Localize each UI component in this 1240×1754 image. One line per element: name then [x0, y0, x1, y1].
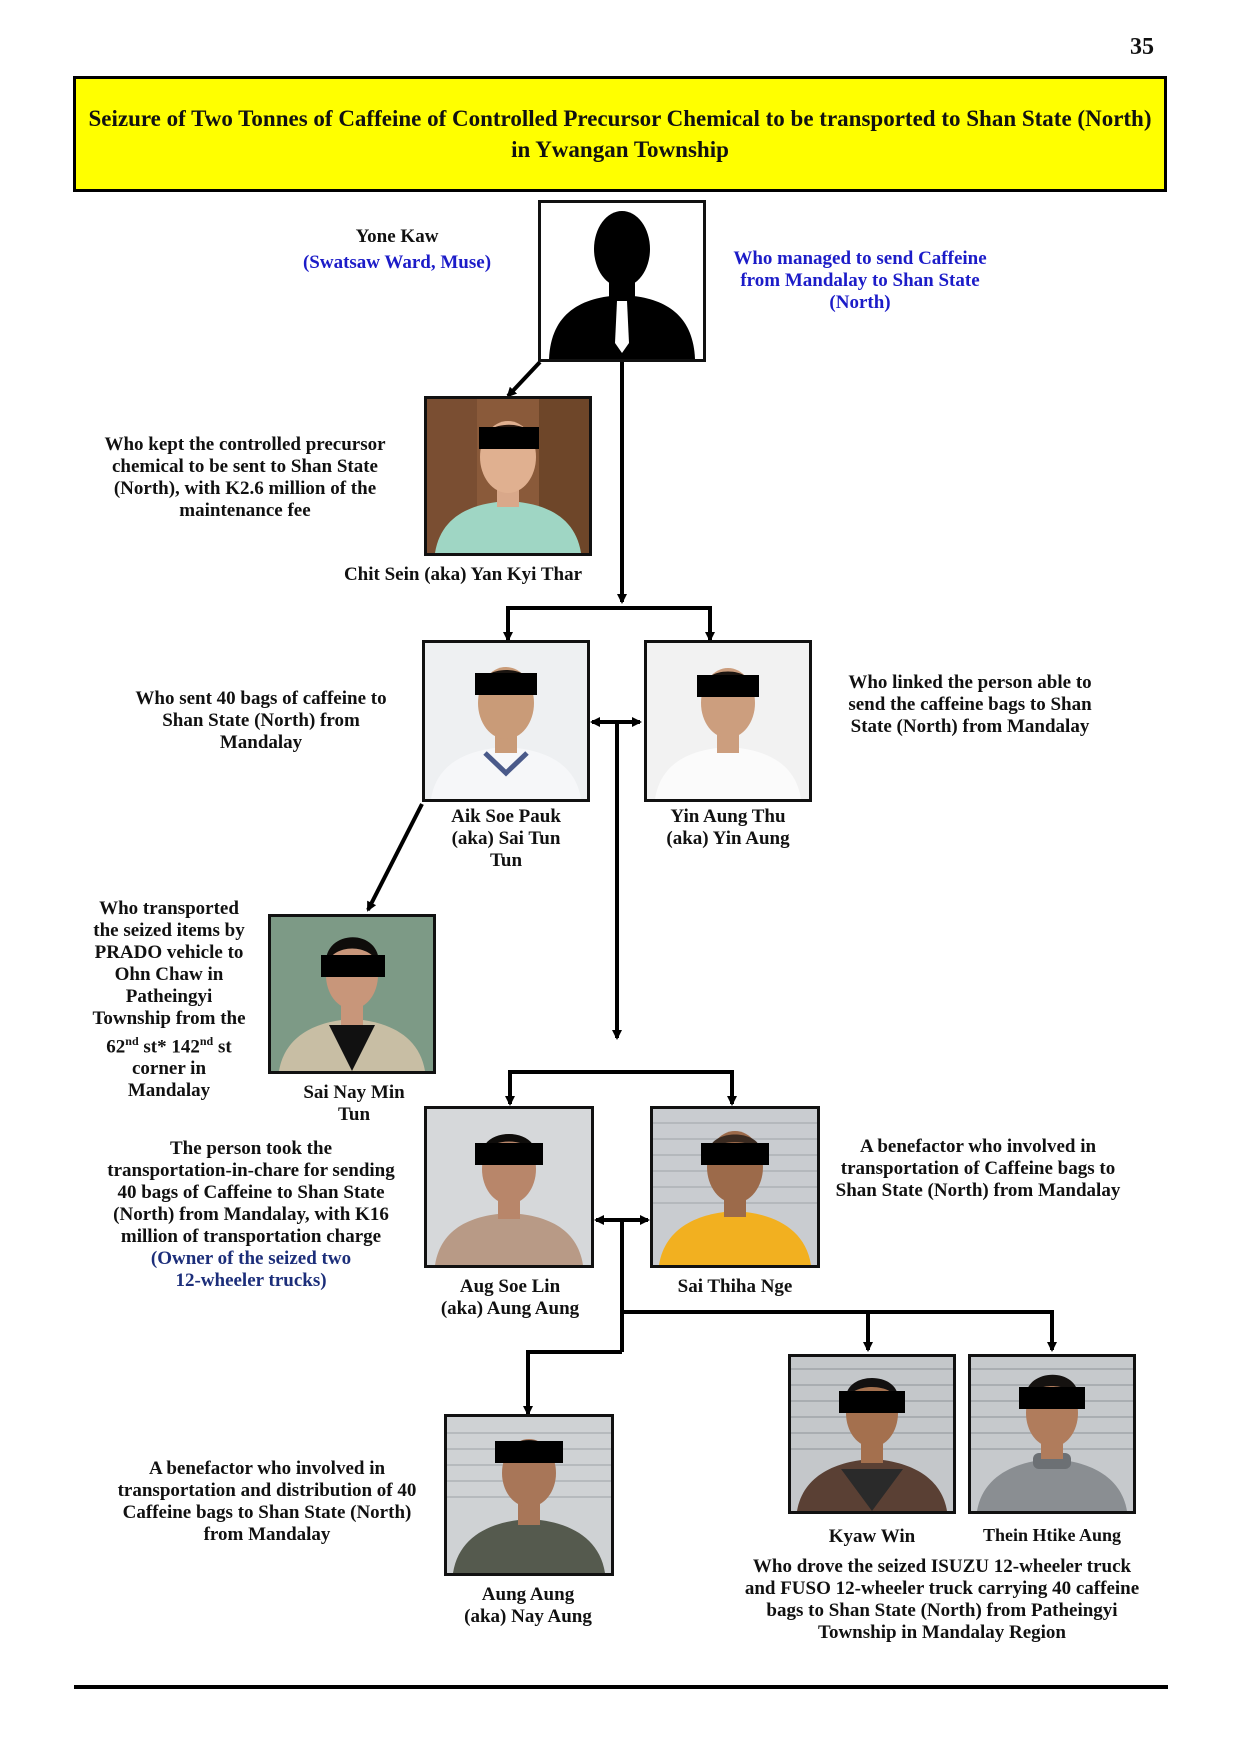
title-banner: Seizure of Two Tonnes of Caffeine of Con…	[73, 76, 1167, 192]
kyaw-win-photo	[788, 1354, 956, 1514]
branch-to-aug-sai	[508, 1070, 734, 1100]
thein-htike-aung-name: Thein Htike Aung	[982, 1525, 1122, 1545]
eye-censor-bar	[475, 673, 537, 695]
branch-to-aungaung	[526, 1350, 622, 1410]
aung-aung-name: Aung Aung (aka) Nay Aung	[464, 1584, 592, 1627]
kyaw-win-name: Kyaw Win	[828, 1526, 916, 1547]
drivers-role: Who drove the seized ISUZU 12-wheeler tr…	[744, 1556, 1140, 1643]
yone-kaw-location: (Swatsaw Ward, Muse)	[302, 252, 492, 273]
eye-censor-bar	[495, 1441, 563, 1463]
aik-soe-pauk-name: Aik Soe Pauk (aka) Sai Tun Tun	[451, 806, 561, 871]
eye-censor-bar	[839, 1391, 905, 1413]
chit-sein-name: Chit Sein (aka) Yan Kyi Thar	[343, 564, 583, 585]
branch-to-aik-yin	[506, 606, 712, 636]
yone-kaw-role: Who managed to send Caffeine from Mandal…	[733, 248, 987, 313]
eye-censor-bar	[475, 1143, 543, 1165]
page-title: Seizure of Two Tonnes of Caffeine of Con…	[88, 106, 1152, 162]
eye-censor-bar	[321, 955, 385, 977]
yin-aung-thu-photo	[644, 640, 812, 802]
arrow-yone-to-chit	[506, 360, 542, 398]
yone-kaw-name: Yone Kaw	[355, 226, 439, 247]
aug-soe-lin-role: The person took the transportation-in-ch…	[107, 1138, 395, 1291]
bottom-rule	[74, 1685, 1168, 1689]
page-number: 35	[1130, 34, 1154, 60]
sai-nay-min-tun-photo	[268, 914, 436, 1074]
sai-nay-min-tun-name: Sai Nay Min Tun	[303, 1082, 405, 1125]
aung-aung-role: A benefactor who involved in transportat…	[117, 1458, 417, 1545]
chit-sein-role: Who kept the controlled precursor chemic…	[104, 434, 386, 521]
aug-soe-lin-name: Aug Soe Lin (aka) Aung Aung	[440, 1276, 580, 1319]
aug-soe-lin-photo	[424, 1106, 594, 1268]
eye-censor-bar	[479, 427, 539, 449]
eye-censor-bar	[1019, 1387, 1085, 1409]
aik-soe-pauk-photo	[422, 640, 590, 802]
aik-soe-pauk-role: Who sent 40 bags of caffeine to Shan Sta…	[135, 688, 387, 753]
aung-aung-photo	[444, 1414, 614, 1576]
arrow-aik-to-sainay	[366, 803, 424, 912]
branch-to-drivers	[622, 1310, 1054, 1346]
sai-thiha-nge-photo	[650, 1106, 820, 1268]
thein-htike-aung-photo	[968, 1354, 1136, 1514]
yone-kaw-photo	[538, 200, 706, 362]
person-silhouette-icon	[549, 211, 695, 359]
sai-nay-min-tun-role: Who transported the seized items by PRAD…	[92, 898, 246, 1102]
chit-sein-photo	[424, 396, 592, 556]
eye-censor-bar	[701, 1143, 769, 1165]
yin-aung-thu-name: Yin Aung Thu (aka) Yin Aung	[666, 806, 790, 849]
yin-aung-thu-role: Who linked the person able to send the c…	[848, 672, 1092, 737]
eye-censor-bar	[697, 675, 759, 697]
sai-thiha-nge-role: A benefactor who involved in transportat…	[835, 1136, 1121, 1201]
sai-thiha-nge-name: Sai Thiha Nge	[677, 1276, 793, 1297]
